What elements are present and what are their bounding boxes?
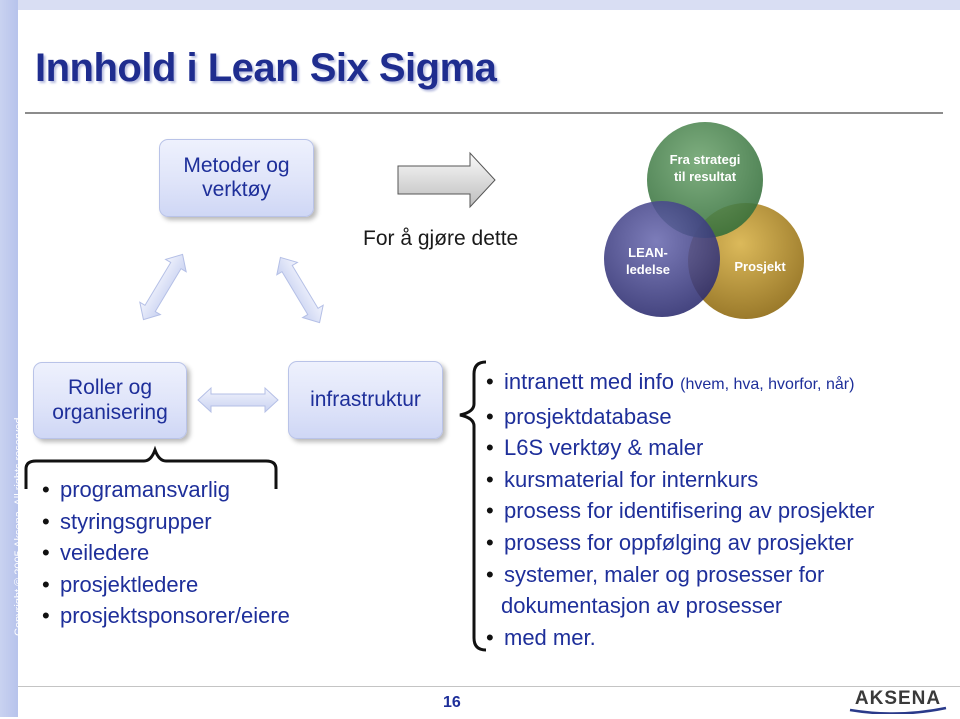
list-item-continuation: dokumentasjon av prosesser bbox=[501, 593, 783, 619]
list-item: prosjektsponsorer/eiere bbox=[42, 600, 290, 632]
list-item: prosjektledere bbox=[42, 569, 290, 601]
list-item: programansvarlig bbox=[42, 474, 290, 506]
logo-text: AKSENA bbox=[855, 688, 941, 709]
infrastructure-box-label: infrastruktur bbox=[310, 387, 421, 411]
infrastructure-box: infrastruktur bbox=[288, 361, 443, 439]
venn-top-label-1: Fra strategi bbox=[670, 152, 741, 167]
double-arrow-methods-infra bbox=[276, 256, 324, 324]
list-item: prosess for identifisering av prosjekter bbox=[486, 495, 875, 527]
methods-box-line2: verktøy bbox=[202, 178, 271, 201]
slide-title: Innhold i Lean Six Sigma bbox=[35, 46, 497, 90]
list-item: prosjektdatabase bbox=[486, 401, 875, 433]
aksena-logo: AKSENA bbox=[848, 688, 948, 719]
list-item-main: intranett med info bbox=[504, 369, 674, 394]
list-item: L6S verktøy & maler bbox=[486, 432, 875, 464]
list-item: styringsgrupper bbox=[42, 506, 290, 538]
right-curly-bracket bbox=[459, 360, 487, 652]
list-item: prosess for oppfølging av prosjekter bbox=[486, 527, 875, 559]
top-bar bbox=[18, 0, 960, 10]
action-label: For å gjøre dette bbox=[363, 227, 519, 250]
roles-box: Roller og organisering bbox=[33, 362, 187, 439]
roles-box-line1: Roller og bbox=[67, 376, 153, 400]
footer-divider bbox=[18, 686, 960, 687]
venn-right-label: Prosjekt bbox=[734, 259, 786, 274]
methods-box-line1: Metoder og bbox=[183, 153, 290, 177]
venn-top-label-2: til resultat bbox=[674, 169, 737, 184]
infrastructure-list: intranett med info (hvem, hva, hvorfor, … bbox=[486, 366, 875, 653]
copyright-text: Copyright © 2005 Aksena. All rights rese… bbox=[13, 414, 25, 637]
venn-circle-left bbox=[604, 201, 720, 317]
list-item: systemer, maler og prosesser for bbox=[486, 559, 875, 591]
title-divider bbox=[25, 112, 943, 114]
right-arrow bbox=[397, 151, 496, 209]
methods-box: Metoder og verktøy bbox=[159, 139, 314, 217]
venn-left-label-1: LEAN- bbox=[628, 245, 668, 260]
sidebar-strip: Copyright © 2005 Aksena. All rights rese… bbox=[0, 0, 25, 717]
double-arrow-methods-roles bbox=[139, 253, 187, 321]
venn-left-label-2: ledelse bbox=[626, 262, 670, 277]
roles-list: programansvarlig styringsgrupper veilede… bbox=[42, 474, 290, 632]
list-item: veiledere bbox=[42, 537, 290, 569]
page-number: 16 bbox=[443, 694, 461, 711]
roles-box-line2: organisering bbox=[52, 400, 168, 424]
venn-diagram: Fra strategi til resultat LEAN- ledelse … bbox=[590, 118, 815, 333]
list-item: kursmaterial for internkurs bbox=[486, 464, 875, 496]
double-arrow-roles-infra bbox=[197, 386, 279, 414]
list-item: med mer. bbox=[486, 622, 875, 654]
list-item-detail: (hvem, hva, hvorfor, når) bbox=[680, 376, 855, 393]
list-item: intranett med info (hvem, hva, hvorfor, … bbox=[486, 366, 875, 401]
